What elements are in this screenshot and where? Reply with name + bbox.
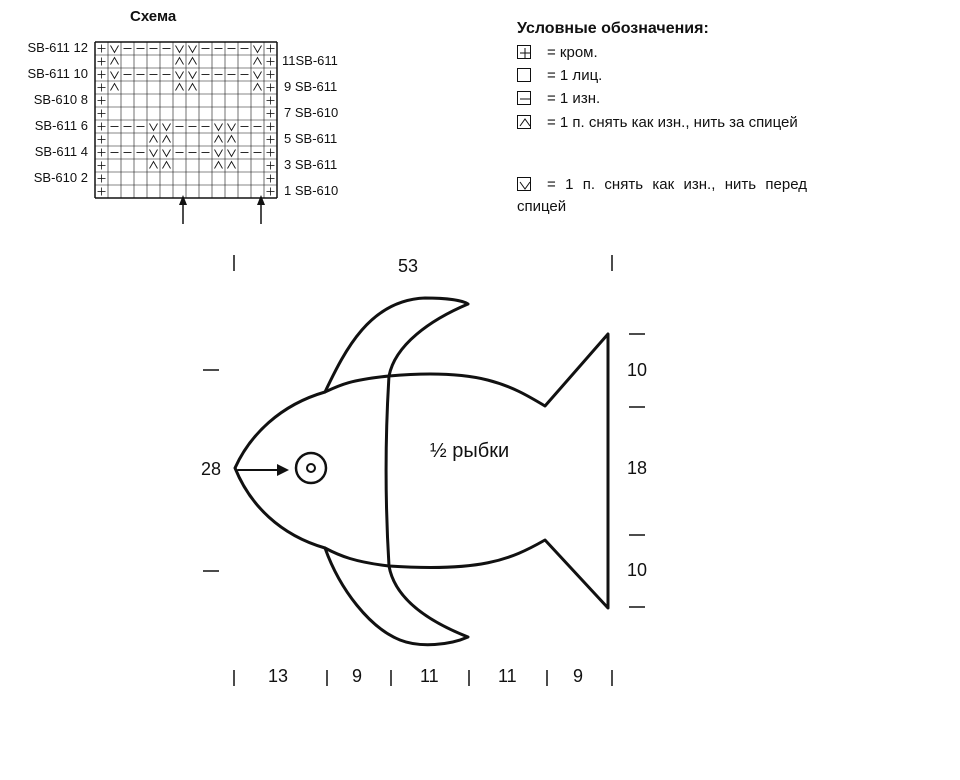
fish-eye [294, 451, 328, 485]
slip-back-mark [175, 56, 184, 65]
slip-front-mark [188, 45, 197, 54]
slip-back-mark [214, 134, 223, 143]
dim-top-width: 53 [398, 256, 419, 276]
slip-back-mark [162, 134, 171, 143]
dim-bottom-width: 9 [573, 666, 584, 686]
slip-back-mark [149, 160, 158, 169]
slip-back-mark [253, 56, 262, 65]
slip-front-mark [253, 45, 262, 54]
row-label-right: 9 SB-611 [284, 79, 338, 94]
shape-center-label: ½ рыбки [430, 440, 510, 462]
legend-item-knit: = 1 лиц. [517, 67, 602, 84]
fish-eye-pupil [306, 463, 316, 473]
slip-back-mark [188, 82, 197, 91]
slip-back-mark [175, 82, 184, 91]
dim-left-height: 28 [201, 459, 222, 479]
slip-front-mark [253, 71, 262, 80]
slip-front-mark [175, 45, 184, 54]
dim-bottom-width: 11 [420, 666, 439, 686]
dim-bottom-width: 9 [352, 666, 363, 686]
slip-back-mark [253, 82, 262, 91]
chart-title: Схема [130, 8, 177, 25]
slip-front-mark [162, 123, 171, 132]
row-label-right: 7 SB-610 [284, 105, 339, 120]
fish-bottom-fin [323, 546, 470, 647]
slip-front-mark [162, 149, 171, 158]
slip-front-mark [149, 149, 158, 158]
fish-top-fin [323, 296, 470, 394]
slip-front-mark [149, 123, 158, 132]
slip-back-mark [188, 56, 197, 65]
slip-back-mark [110, 82, 119, 91]
slip-back-mark [110, 56, 119, 65]
fish-head [233, 374, 391, 568]
slip-yarn-front-icon [517, 177, 531, 191]
row-label-right: 5 SB-611 [284, 131, 338, 146]
slip-back-mark [162, 160, 171, 169]
slip-front-mark [227, 123, 236, 132]
chart-grid [94, 41, 278, 199]
slip-back-mark [227, 160, 236, 169]
repeat-arrow-right [257, 195, 265, 224]
slip-front-mark [110, 71, 119, 80]
slip-front-mark [214, 123, 223, 132]
fish-shape-diagram [203, 255, 645, 686]
row-label-right: 1 SB-610 [284, 183, 339, 198]
legend-item-edge: = кром. [517, 44, 598, 61]
dim-right-height: 10 [627, 560, 648, 580]
dim-right-height: 18 [627, 458, 648, 478]
purl-icon [517, 91, 531, 105]
slip-yarn-back-icon [517, 115, 531, 129]
legend-title: Условные обозначения: [517, 20, 709, 37]
legend-item-purl: = 1 изн. [517, 90, 600, 107]
fish-outline [384, 332, 610, 610]
slip-front-mark [214, 149, 223, 158]
row-label-left: SB-611 12 [27, 40, 89, 55]
slip-front-mark [175, 71, 184, 80]
slip-front-mark [188, 71, 197, 80]
row-label-left: SB-611 10 [27, 66, 89, 81]
chart-symbols [97, 44, 275, 196]
legend-item-slip-back: = 1 п. снять как изн., нить за спицей [517, 112, 807, 134]
dim-bottom-width: 11 [498, 666, 517, 686]
row-label-left: SB-610 2 [33, 170, 88, 185]
edge-stitch-icon [517, 45, 531, 59]
knit-icon [517, 68, 531, 82]
dim-right-height: 10 [627, 360, 648, 380]
slip-back-mark [214, 160, 223, 169]
slip-front-mark [227, 149, 236, 158]
stitch-chart [94, 41, 278, 224]
row-label-left: SB-610 8 [33, 92, 88, 107]
row-label-left: SB-611 4 [34, 144, 88, 159]
legend-item-slip-front: = 1 п. снять как изн., нить перед спицей [517, 176, 807, 215]
row-label-right: 11SB-611 [282, 53, 338, 68]
slip-front-mark [110, 45, 119, 54]
row-label-right: 3 SB-611 [284, 157, 338, 172]
slip-back-mark [227, 134, 236, 143]
row-label-left: SB-611 6 [34, 118, 88, 133]
repeat-arrow-left [179, 195, 187, 224]
slip-back-mark [149, 134, 158, 143]
dim-bottom-width: 13 [268, 666, 289, 686]
